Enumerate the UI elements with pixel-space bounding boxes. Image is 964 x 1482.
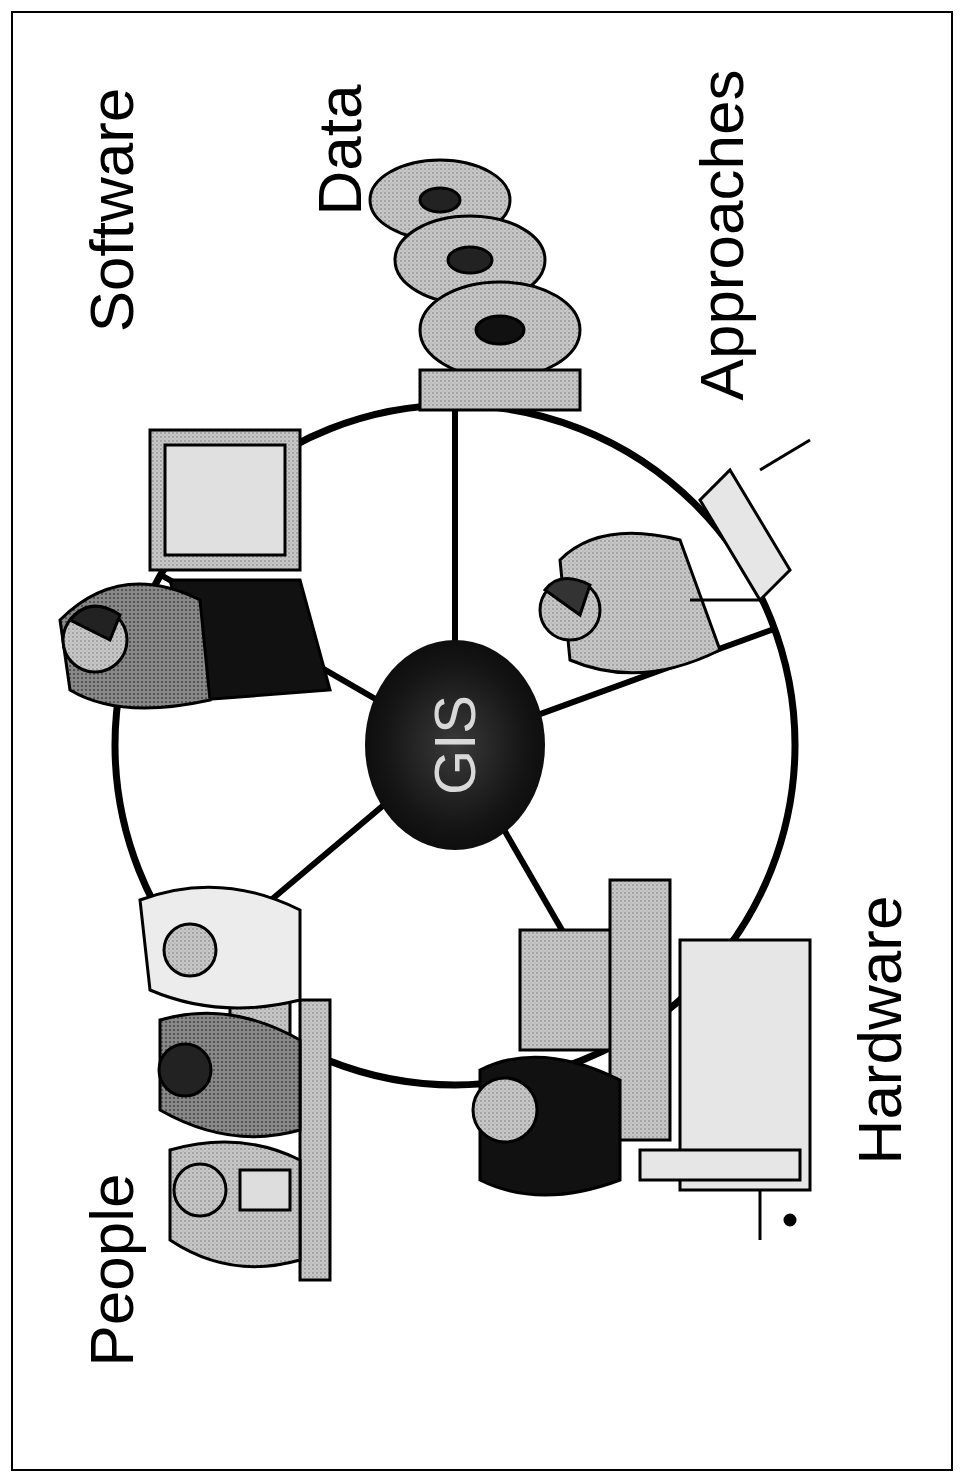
component-label: Software	[81, 88, 143, 333]
software-user	[60, 430, 330, 708]
tape-reels	[370, 160, 580, 410]
center-ellipse: GIS	[365, 640, 545, 850]
people-group	[140, 887, 330, 1280]
center-label: GIS	[426, 695, 484, 795]
approaches-user	[540, 440, 810, 673]
component-label: Data	[309, 85, 371, 216]
component-label: People	[81, 1173, 143, 1366]
page-border	[12, 12, 952, 1470]
component-label: Approaches	[691, 70, 753, 401]
hardware-user	[473, 880, 810, 1240]
component-label: Hardware	[849, 896, 911, 1165]
